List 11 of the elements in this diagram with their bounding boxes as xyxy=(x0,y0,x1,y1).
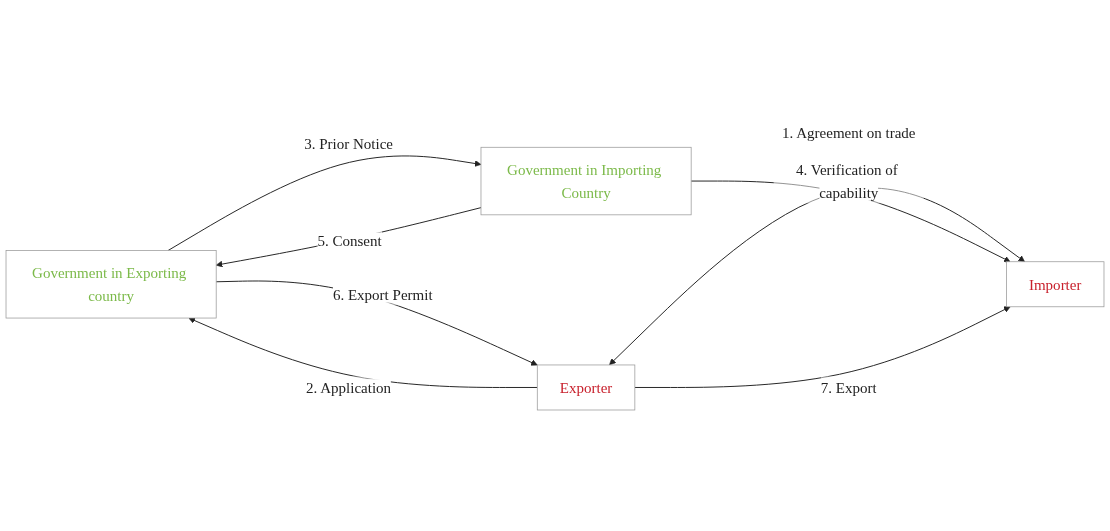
node-box: Importer xyxy=(1006,261,1105,308)
edge-label: 2. Application xyxy=(306,379,392,396)
edge-label: 5. Consent xyxy=(317,232,382,250)
edge-label: 1. Agreement on trade xyxy=(782,124,916,141)
node-box: Government in Importing Country xyxy=(480,146,692,216)
node-box: Exporter xyxy=(536,364,636,411)
edge-label: 6. Export Permit xyxy=(332,286,433,303)
edge-label: 3. Prior Notice xyxy=(304,135,393,152)
node-box: Government in Exporting country xyxy=(5,250,217,319)
edge-label: 7. Export xyxy=(820,379,877,396)
edge-label: 4. Verification of capability xyxy=(795,161,898,201)
